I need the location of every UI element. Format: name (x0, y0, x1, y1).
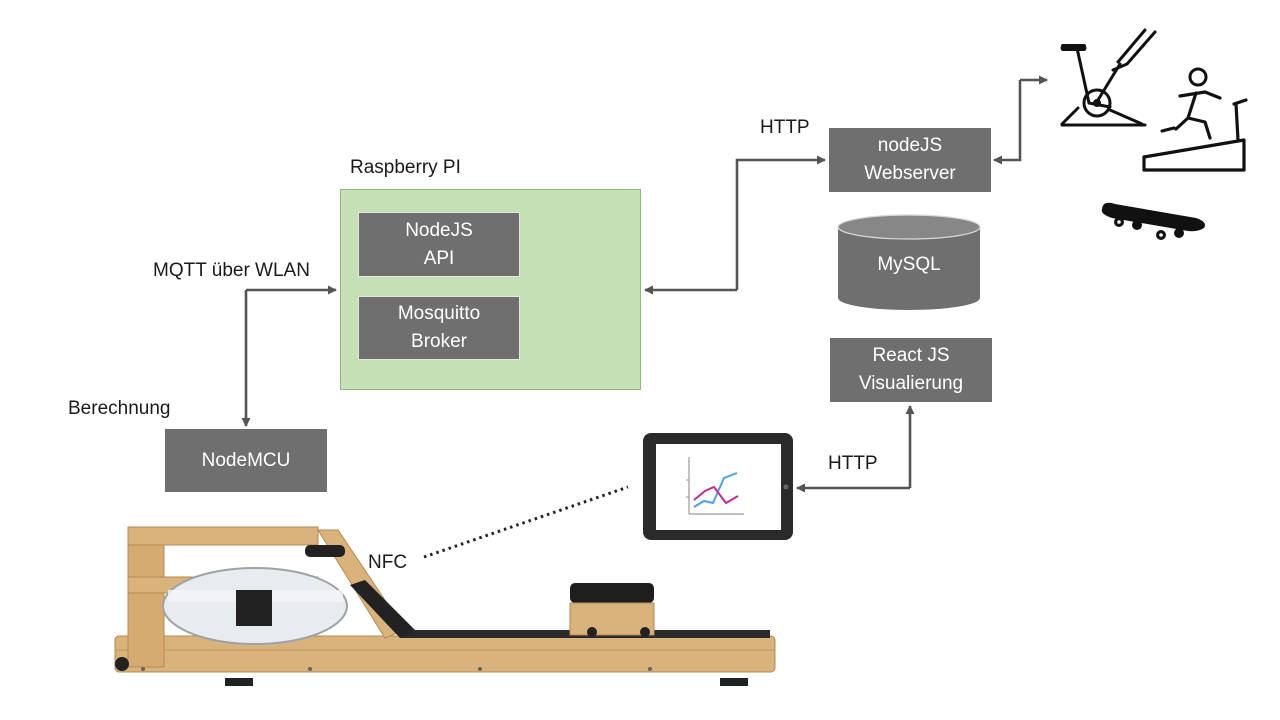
http-label-top: HTTP (760, 117, 810, 138)
mosquitto-line-1: Mosquitto (397, 303, 481, 324)
mysql-label: MySQL (877, 254, 941, 275)
nodejs-api-line-2: API (423, 247, 455, 269)
mosquitto-broker-box: Mosquitto Broker (358, 296, 520, 360)
berechnung-label: Berechnung (68, 398, 171, 419)
http-connector-top-2 (735, 155, 826, 290)
mosquitto-line-2: Broker (411, 331, 467, 352)
nfc-link (423, 485, 629, 559)
webserver-line-2: Webserver (864, 163, 956, 184)
http-label-bottom: HTTP (828, 453, 878, 474)
raspberry-pi-label: Raspberry PI (350, 157, 461, 178)
webserver-line-1: nodeJS (877, 135, 943, 156)
react-line-1: React JS (872, 345, 950, 366)
mqtt-label: MQTT über WLAN (153, 260, 310, 281)
nodemcu-line-1: NodeMCU (201, 449, 291, 471)
nodejs-api-box: NodeJS API (358, 212, 520, 277)
devices-connector (993, 80, 1022, 165)
nodejs-api-line-1: NodeJS (405, 219, 473, 241)
react-line-2: Visualierung (858, 373, 964, 394)
nfc-label: NFC (368, 552, 408, 573)
react-visualization-box: React JS Visualierung (830, 338, 992, 402)
webserver-box: nodeJS Webserver (829, 128, 991, 192)
nodemcu-box: NodeMCU (165, 429, 327, 492)
